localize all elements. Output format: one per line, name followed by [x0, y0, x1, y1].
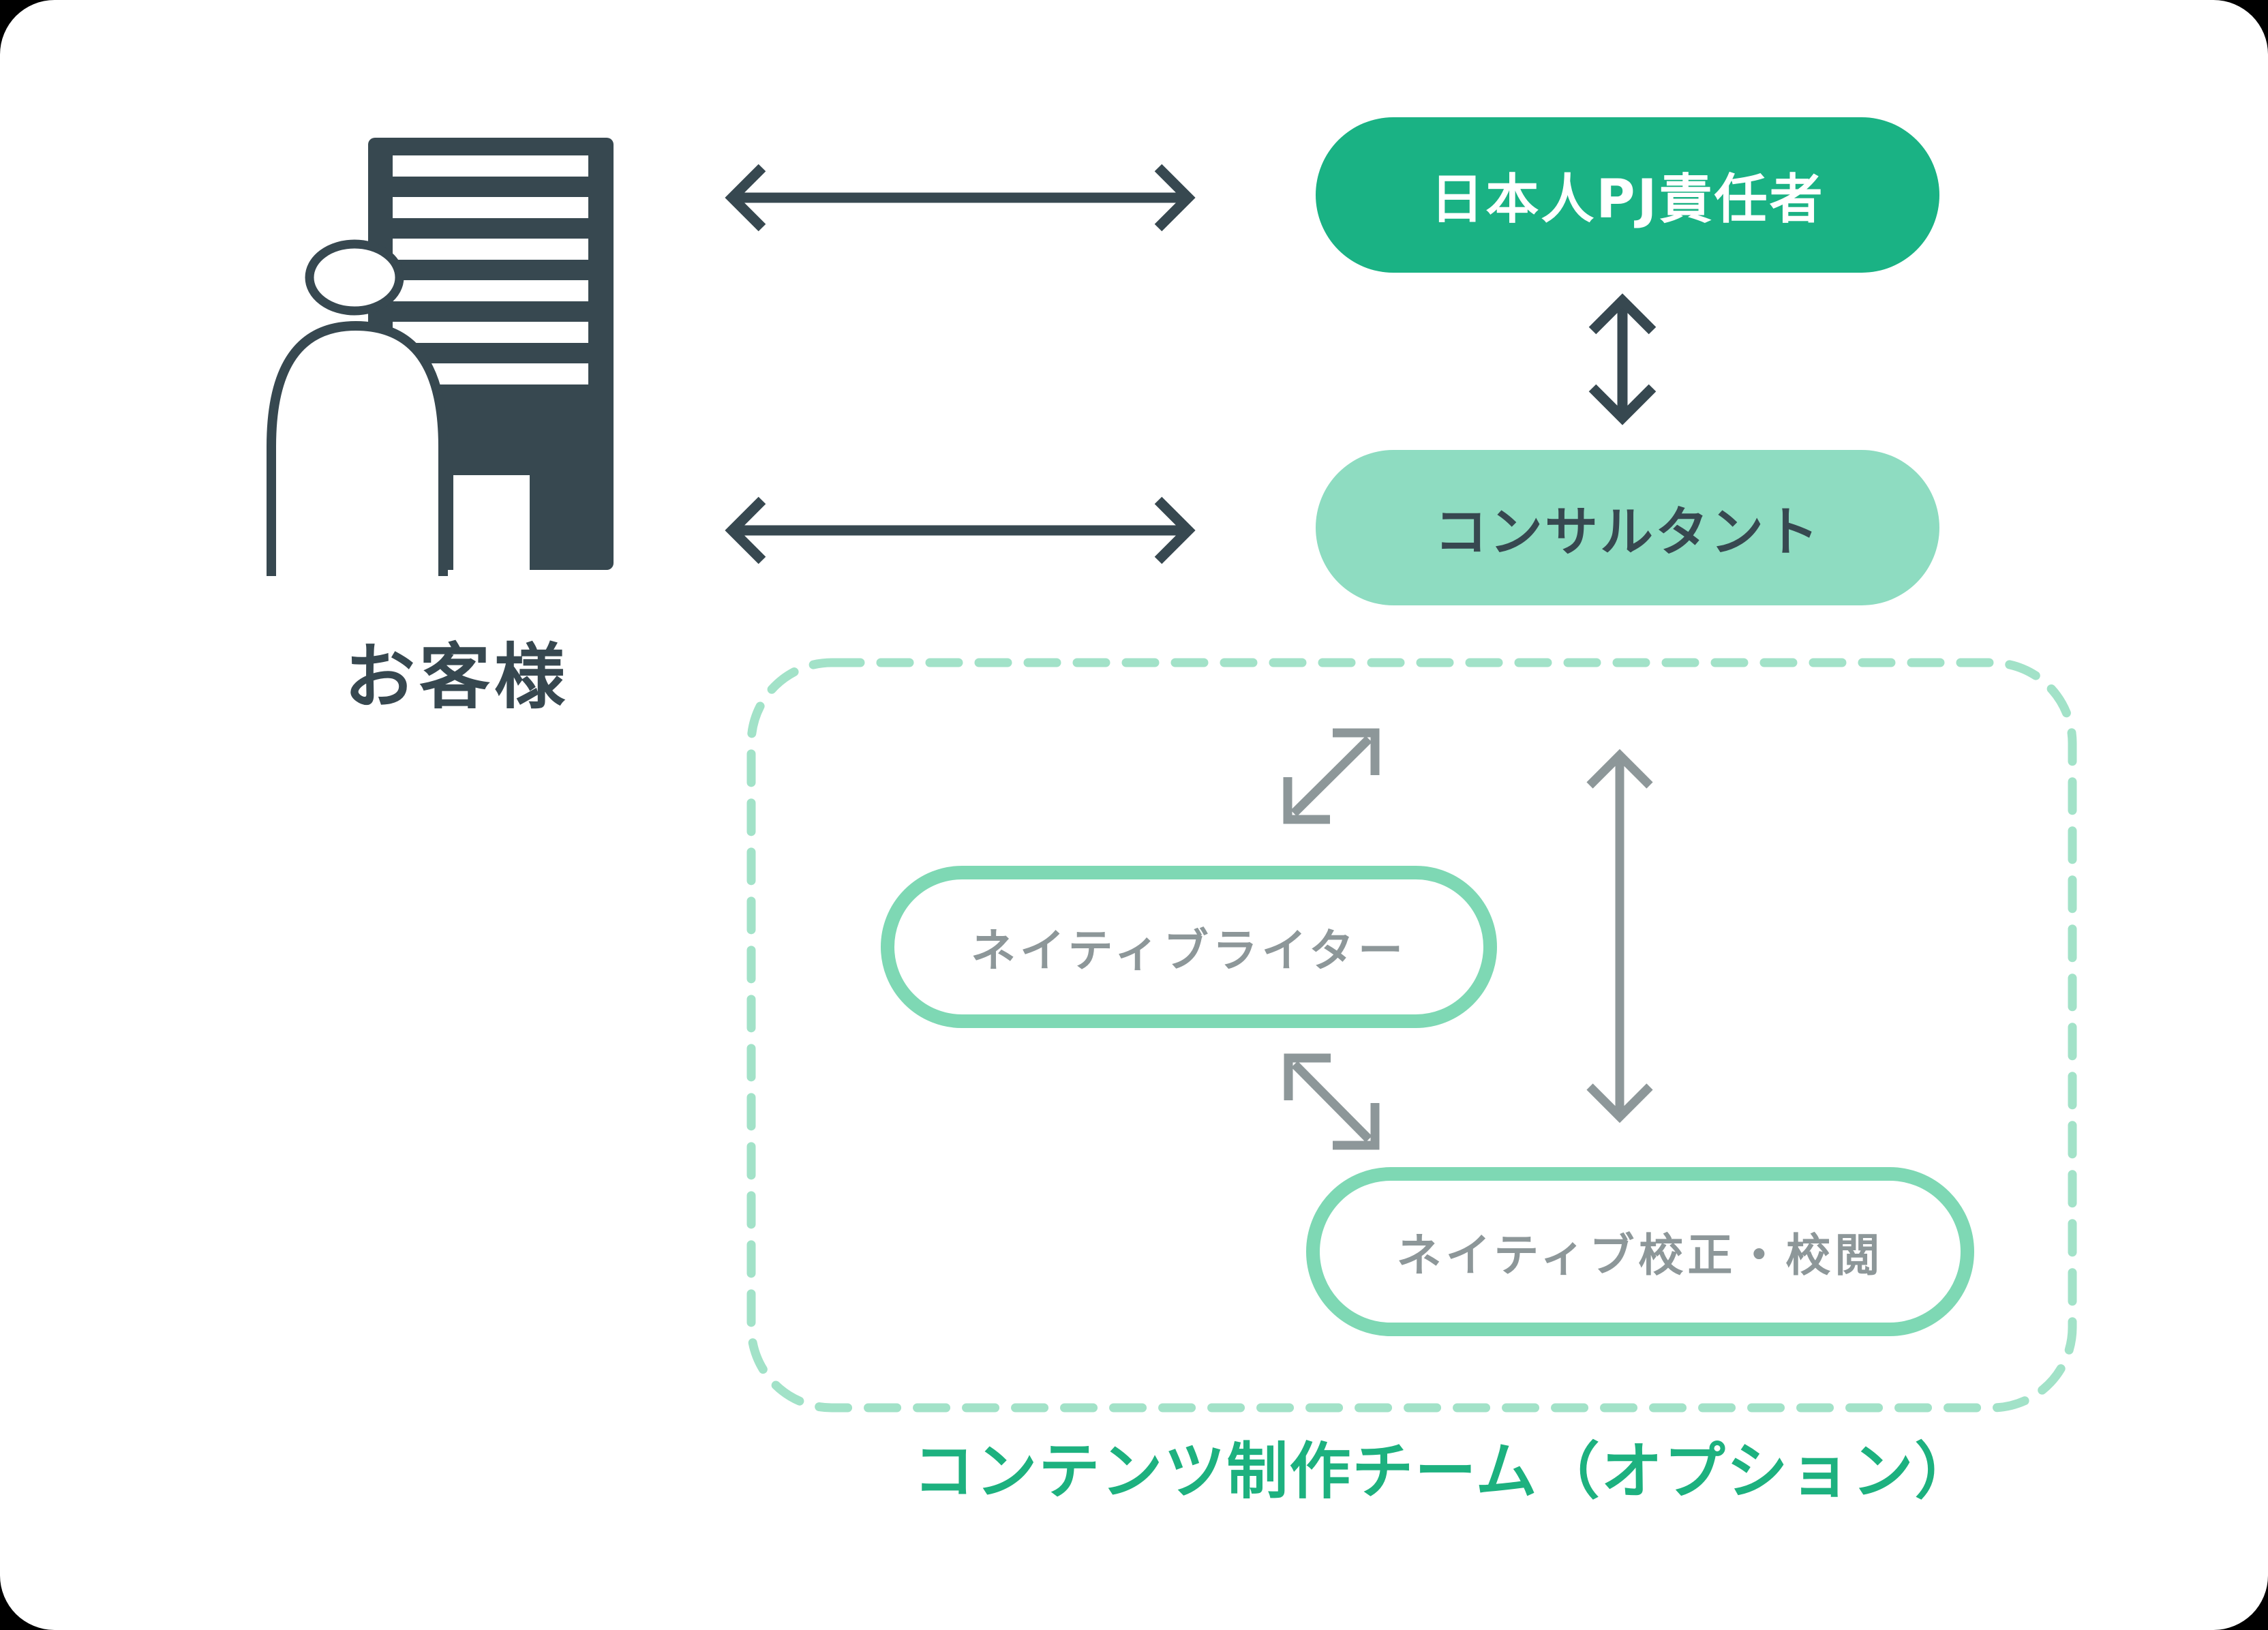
arrow-customer-pj — [725, 164, 1196, 232]
arrow-writer-proofreader — [1284, 1053, 1380, 1150]
node-consultant: コンサルタント — [1316, 450, 1939, 605]
building-door — [453, 475, 530, 570]
node-consultant-label: コンサルタント — [1434, 502, 1821, 563]
arrow-consultant-proofreader — [1586, 749, 1653, 1123]
node-native-writer: ネイティブライター — [881, 866, 1497, 1028]
team-box-label-text: コンテンツ制作チーム（オプション） — [913, 1436, 1978, 1507]
node-native-proofreader-label: ネイティブ校正・校閲 — [1396, 1229, 1884, 1282]
arrow-consultant-writer — [1283, 728, 1380, 824]
team-box-label: コンテンツ制作チーム（オプション） — [770, 1425, 2120, 1507]
customer-label-text: お客様 — [344, 635, 569, 719]
arrow-pj-consultant — [1588, 293, 1657, 425]
team-box-border — [746, 658, 2077, 1413]
node-pj-manager: 日本人PJ責任者 — [1316, 117, 1939, 273]
node-native-proofreader: ネイティブ校正・校閲 — [1306, 1167, 1974, 1336]
person-body — [267, 320, 448, 576]
node-native-writer-label: ネイティブライター — [970, 924, 1408, 977]
customer-label: お客様 — [232, 626, 682, 719]
node-pj-manager-label: 日本人PJ責任者 — [1430, 169, 1825, 230]
building-person-icon — [267, 138, 614, 576]
person-head — [305, 239, 404, 316]
arrow-customer-consultant — [725, 496, 1196, 564]
